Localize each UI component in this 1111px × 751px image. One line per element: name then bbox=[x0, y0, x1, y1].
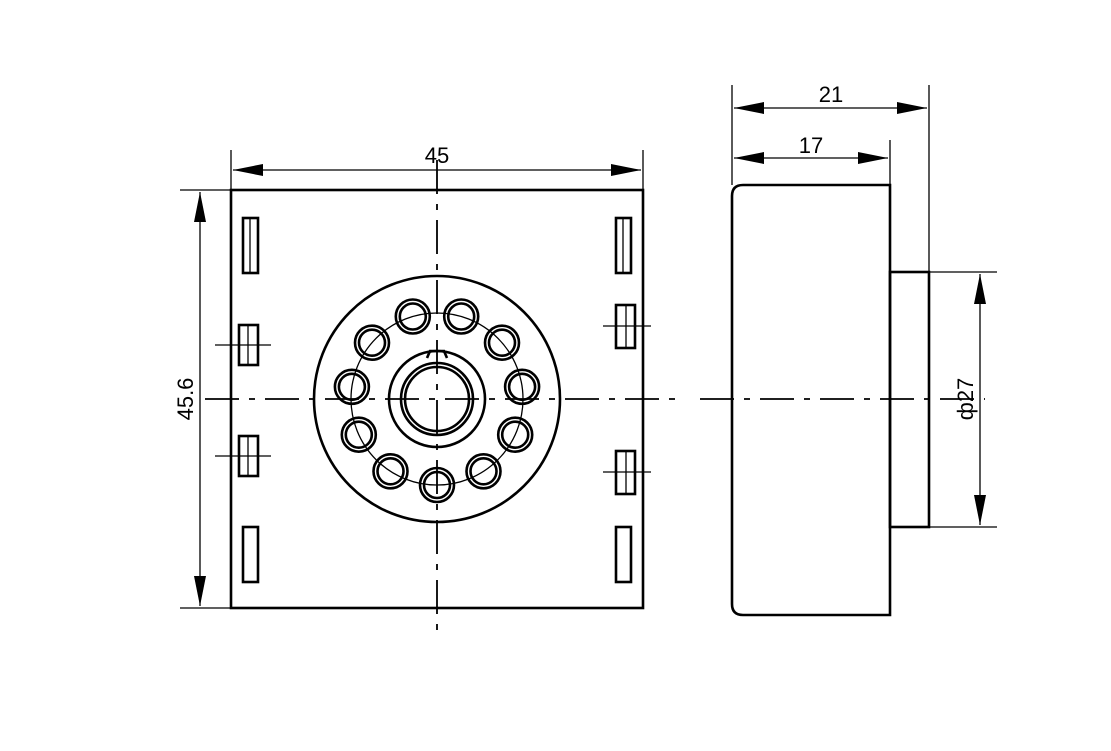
pin-3 bbox=[340, 416, 378, 454]
terminal-left-lower bbox=[215, 434, 271, 478]
pin-5 bbox=[353, 324, 391, 362]
pin-10 bbox=[496, 416, 534, 454]
diameter-label: ф27 bbox=[953, 378, 978, 421]
body-depth-dimension: 17 bbox=[734, 133, 891, 185]
terminal-right-lower bbox=[603, 449, 651, 496]
pin-11 bbox=[465, 452, 502, 490]
pin-7 bbox=[442, 298, 480, 335]
height-dimension: 45.6 bbox=[173, 189, 231, 609]
pin-8 bbox=[483, 324, 521, 362]
side-view: 21 17 ф27 bbox=[700, 82, 997, 617]
terminal-right-upper bbox=[603, 303, 651, 350]
side-body-outline bbox=[730, 183, 892, 617]
total-depth-dimension: 21 bbox=[731, 82, 930, 272]
pin-6 bbox=[394, 298, 432, 335]
body-depth-label: 17 bbox=[799, 133, 823, 158]
width-dimension: 45 bbox=[230, 143, 644, 190]
slot-bottom-right bbox=[614, 525, 633, 584]
diameter-dimension: ф27 bbox=[929, 271, 997, 528]
pin-1 bbox=[418, 466, 456, 504]
height-dimension-label: 45.6 bbox=[173, 378, 198, 421]
front-view: 45 45.6 bbox=[173, 143, 680, 634]
center-key-post bbox=[387, 349, 487, 449]
pin-4 bbox=[333, 368, 371, 406]
pin-2 bbox=[372, 452, 409, 490]
width-dimension-label: 45 bbox=[425, 143, 449, 168]
pin-9 bbox=[503, 368, 541, 406]
terminal-left-upper bbox=[215, 323, 271, 367]
boss-outer-circle bbox=[312, 274, 562, 524]
slot-bottom-left bbox=[241, 525, 260, 584]
total-depth-label: 21 bbox=[819, 82, 843, 107]
pin-group bbox=[333, 298, 541, 504]
